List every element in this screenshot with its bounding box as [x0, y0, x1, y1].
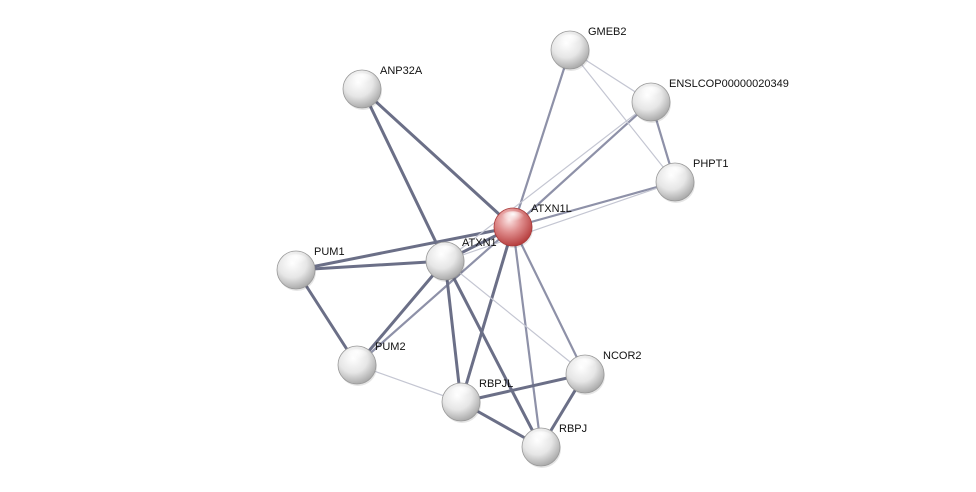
node-highlight: [350, 73, 374, 88]
edge-atxn1l-anp32a: [360, 87, 515, 229]
node-label: PUM2: [375, 341, 406, 353]
edge-atxn1l-pum1: [294, 225, 515, 272]
node-highlight: [449, 386, 473, 401]
node-highlight: [639, 86, 663, 101]
edge-atxn1l-pum2: [355, 225, 515, 367]
edge-atxn1-pum1: [294, 259, 447, 272]
node-label: ENSLCOP00000020349: [669, 78, 789, 90]
node-highlight: [529, 431, 553, 446]
node-phpt1[interactable]: PHPT1: [655, 158, 728, 203]
node-pum1[interactable]: PUM1: [276, 246, 345, 291]
node-atxn1[interactable]: ATXN1: [425, 237, 497, 282]
edge-gmeb2-phpt1: [569, 49, 676, 183]
edge-layer: [294, 48, 677, 449]
node-highlight: [573, 358, 597, 373]
node-pum2[interactable]: PUM2: [337, 341, 406, 386]
node-label: NCOR2: [603, 350, 642, 362]
node-label: ANP32A: [380, 65, 423, 77]
edge-atxn1l-gmeb2: [511, 48, 572, 229]
node-label: RBPJL: [479, 378, 513, 390]
edge-atxn1-pum2: [355, 259, 447, 367]
node-ncor2[interactable]: NCOR2: [565, 350, 642, 395]
node-label: PUM1: [314, 246, 345, 258]
edge-atxn1-enslcop00000020349: [444, 101, 652, 262]
node-atxn1l[interactable]: ATXN1L: [493, 203, 572, 248]
edge-atxn1-rbpjl: [443, 259, 463, 404]
node-label: PHPT1: [693, 158, 728, 170]
node-anp32a[interactable]: ANP32A: [342, 65, 423, 110]
edge-atxn1-phpt1: [444, 181, 676, 262]
edge-atxn1-rbpj: [443, 259, 543, 449]
edge-atxn1l-phpt1: [511, 180, 677, 229]
node-label: GMEB2: [588, 26, 627, 38]
edge-atxn1-anp32a: [360, 87, 447, 263]
node-gmeb2[interactable]: GMEB2: [550, 26, 627, 71]
edge-atxn1l-rbpjl: [459, 225, 515, 404]
node-highlight: [558, 34, 582, 49]
node-highlight: [501, 211, 525, 226]
node-label: RBPJ: [559, 423, 587, 435]
node-label: ATXN1: [462, 237, 497, 249]
edge-atxn1l-rbpj: [511, 225, 543, 449]
node-enslcop00000020349[interactable]: ENSLCOP00000020349: [631, 78, 789, 123]
node-highlight: [284, 254, 308, 269]
edge-atxn1-ncor2: [444, 260, 586, 375]
node-highlight: [663, 166, 687, 181]
node-highlight: [433, 245, 457, 260]
edge-atxn1l-ncor2: [511, 225, 587, 376]
node-label: ATXN1L: [531, 203, 572, 215]
edge-rbpjl-ncor2: [459, 372, 587, 404]
node-rbpjl[interactable]: RBPJL: [441, 378, 513, 423]
node-rbpj[interactable]: RBPJ: [521, 423, 587, 468]
node-highlight: [345, 349, 369, 364]
